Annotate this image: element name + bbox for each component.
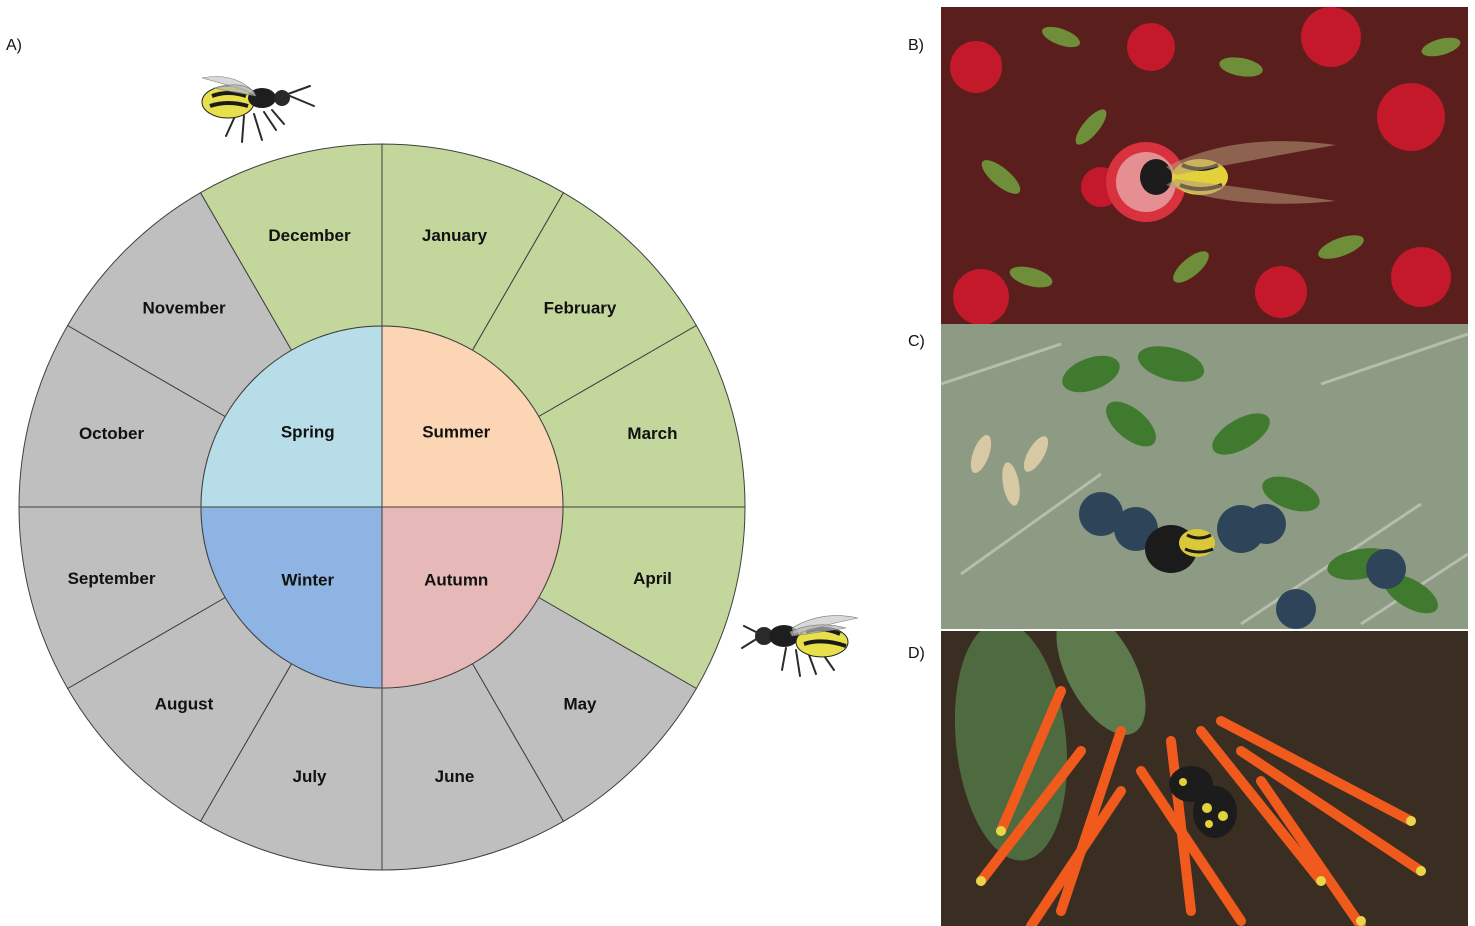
wasp-on-blue-berries-photo bbox=[941, 324, 1468, 629]
month-label-july: July bbox=[293, 767, 328, 786]
month-label-august: August bbox=[155, 694, 214, 713]
month-label-february: February bbox=[544, 298, 617, 317]
season-label-winter: Winter bbox=[281, 571, 334, 590]
wasp-on-orange-flowers-photo bbox=[941, 631, 1468, 926]
month-label-november: November bbox=[142, 298, 226, 317]
month-label-may: May bbox=[563, 694, 597, 713]
wasp-illustration-right bbox=[738, 604, 864, 686]
month-label-december: December bbox=[268, 226, 351, 245]
month-label-march: March bbox=[627, 424, 677, 443]
month-label-june: June bbox=[435, 767, 475, 786]
season-label-spring: Spring bbox=[281, 422, 335, 441]
season-label-summer: Summer bbox=[422, 422, 490, 441]
season-label-autumn: Autumn bbox=[424, 571, 488, 590]
wasp-illustration-top bbox=[192, 66, 322, 148]
month-label-september: September bbox=[68, 569, 156, 588]
month-label-october: October bbox=[79, 424, 145, 443]
wasp-on-red-berries-photo bbox=[941, 7, 1468, 324]
panel-label-b: B) bbox=[908, 37, 924, 55]
panel-label-d: D) bbox=[908, 645, 925, 663]
panel-label-c: C) bbox=[908, 333, 925, 351]
month-label-january: January bbox=[422, 226, 488, 245]
month-label-april: April bbox=[633, 569, 672, 588]
